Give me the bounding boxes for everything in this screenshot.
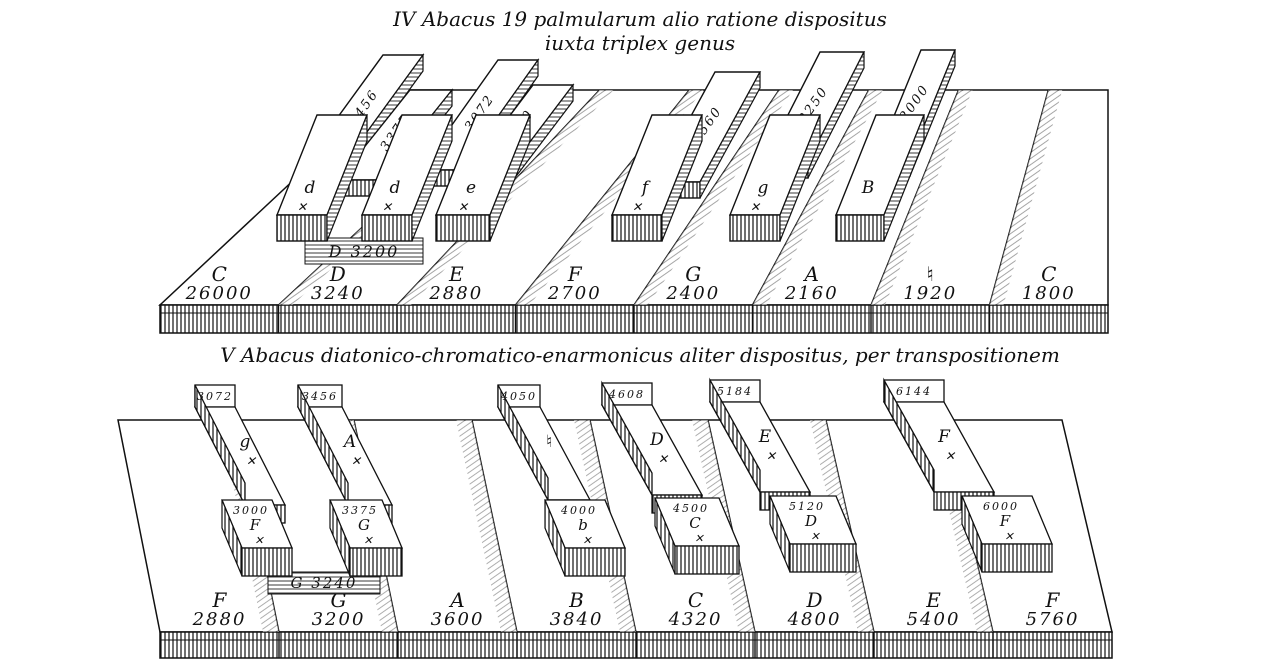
white-key-value: 2400: [665, 283, 720, 304]
sharp-sign-icon: ✕: [458, 200, 469, 214]
black-key-value: 4050: [500, 390, 537, 403]
black-key-note: A: [342, 432, 356, 452]
sharp-sign-icon: ✕: [658, 452, 669, 466]
black-key-value: 3375: [342, 504, 378, 517]
black-key-value: 4608: [608, 388, 645, 401]
white-key-value: 3240: [311, 283, 365, 304]
black-key-value: 4000: [560, 504, 597, 517]
black-key-front: d✕: [275, 114, 369, 242]
black-key-note: f: [640, 178, 651, 198]
white-key-note: F: [1045, 588, 1061, 612]
black-key-value: 5120: [789, 500, 825, 513]
black-key-note: e: [466, 178, 476, 198]
white-key-note: C: [688, 588, 703, 612]
black-key-note: G: [358, 516, 370, 534]
black-key-note: C: [689, 514, 701, 532]
sharp-sign-icon: ✕: [297, 200, 308, 214]
white-key-note: F: [567, 262, 583, 286]
black-key-front: d✕: [360, 114, 454, 242]
white-key-value: 3600: [431, 609, 485, 630]
sharp-sign-icon: ✕: [246, 454, 257, 468]
white-key-value: 26000: [185, 283, 253, 304]
sharp-sign-icon: ✕: [766, 449, 777, 463]
black-key-note: F: [249, 516, 261, 534]
white-key-note: B: [568, 588, 584, 612]
black-key-value: 5184: [717, 385, 753, 398]
black-key-note: F: [999, 512, 1011, 530]
black-key-note: D: [649, 430, 664, 450]
white-key-value: 3840: [550, 609, 604, 630]
black-key-note: g: [758, 178, 769, 198]
white-key-value: 4320: [668, 609, 723, 630]
d-split-key: [304, 237, 424, 265]
sharp-sign-icon: ✕: [254, 534, 264, 547]
white-key-value: 5400: [907, 609, 961, 630]
abacus-v-title: V Abacus diatonico-chromatico-enarmonicu…: [220, 343, 1060, 367]
abacus-iv-title-line2: iuxta triplex genus: [544, 31, 736, 55]
black-key-note: d: [390, 178, 401, 198]
sharp-sign-icon: ✕: [351, 454, 362, 468]
white-key-note: ♮: [927, 262, 934, 286]
white-key-note: G: [685, 262, 701, 286]
black-key-value: 4500: [672, 502, 709, 515]
black-key-front: B: [834, 114, 926, 242]
sharp-sign-icon: ✕: [694, 532, 704, 545]
black-key-note: D: [804, 512, 817, 530]
sharp-sign-icon: ✕: [382, 200, 393, 214]
white-key-value: 2880: [192, 609, 247, 630]
white-key-value: 5760: [1026, 609, 1080, 630]
white-key-note: A: [448, 588, 464, 612]
black-key-note: b: [578, 516, 588, 534]
sharp-sign-icon: ✕: [945, 449, 956, 463]
abacus-iv-title-line1: IV Abacus 19 palmularum alio ratione dis…: [393, 7, 887, 31]
black-key-front: g✕: [728, 114, 822, 242]
black-key-note: ♮: [546, 432, 552, 452]
white-key-note: C: [1041, 262, 1056, 286]
sharp-sign-icon: ✕: [363, 534, 373, 547]
white-key-value: 3200: [312, 609, 366, 630]
black-key-back: 3072 g ✕: [193, 384, 287, 524]
sharp-sign-icon: ✕: [1004, 530, 1014, 543]
white-key-value: 1920: [903, 283, 957, 304]
black-key-value: 6000: [983, 500, 1019, 513]
white-key-note: F: [212, 588, 228, 612]
white-key-value: 2700: [547, 283, 602, 304]
white-key-value: 4800: [787, 609, 842, 630]
white-key-note: C: [212, 262, 227, 286]
black-key-value: 3456: [302, 390, 338, 403]
white-key-value: 2880: [428, 283, 483, 304]
sharp-sign-icon: ✕: [810, 530, 820, 543]
black-key-note: E: [758, 427, 772, 447]
black-key-note: F: [937, 427, 951, 447]
d-split-label: D 3200: [328, 242, 400, 261]
white-key-note: E: [925, 588, 941, 612]
g-split-key: [267, 571, 381, 595]
white-key-note: D: [329, 262, 346, 286]
black-key-value: 3072: [197, 390, 233, 403]
white-key-note: E: [448, 262, 464, 286]
black-key-note: B: [861, 178, 875, 198]
sharp-sign-icon: ✕: [582, 534, 592, 547]
g-split-label: G 3240: [291, 574, 358, 592]
black-key-value: 6144: [896, 385, 932, 398]
white-key-value: 1800: [1022, 283, 1076, 304]
white-key-note: D: [805, 588, 822, 612]
white-key-note: A: [803, 262, 819, 286]
white-key-value: 2160: [784, 283, 839, 304]
black-key-note: d: [305, 178, 316, 198]
black-key-note: g: [240, 432, 251, 452]
black-key-front: f✕: [610, 114, 704, 242]
black-key-front: e✕: [434, 114, 532, 242]
sharp-sign-icon: ✕: [750, 200, 761, 214]
sharp-sign-icon: ✕: [632, 200, 643, 214]
black-key-value: 3000: [233, 504, 269, 517]
